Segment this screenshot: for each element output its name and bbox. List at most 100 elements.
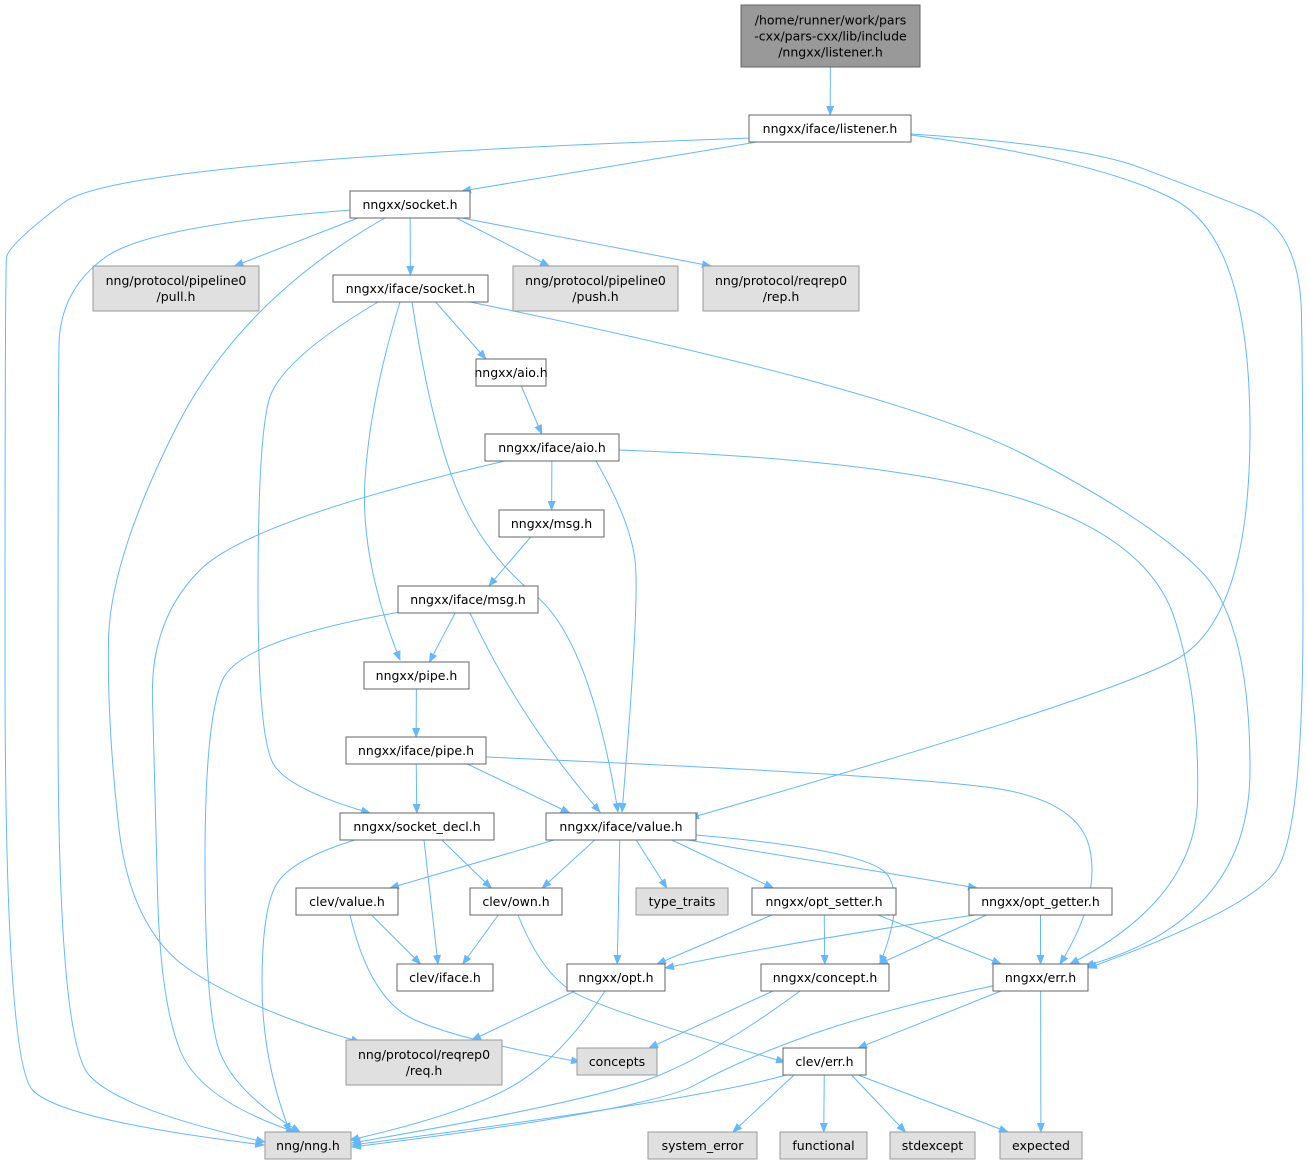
edge-iface_aio-to-err [618, 449, 1199, 965]
node-clev-err[interactable]: clev/err.h [782, 1047, 867, 1076]
edge-aio-to-iface_aio [520, 385, 543, 435]
node-listener[interactable]: nngxx/iface/listener.h [748, 114, 912, 143]
node-aio[interactable]: nngxx/aio.h [474, 358, 548, 387]
node-label: /req.h [406, 1063, 443, 1078]
node-opt-setter[interactable]: nngxx/opt_setter.h [751, 887, 897, 916]
edge-socket-to-pull [233, 217, 359, 267]
node-box [566, 963, 666, 992]
node-own[interactable]: clev/own.h [469, 887, 563, 916]
edge-clev_value-to-clev_iface [371, 914, 422, 965]
edge-opt_setter-to-concept [820, 914, 829, 965]
node-iface-msg[interactable]: nngxx/iface/msg.h [397, 585, 539, 614]
node-box [889, 1131, 976, 1160]
edge-opt-to-req [471, 990, 576, 1041]
node-box [92, 265, 260, 312]
node-iface-pipe[interactable]: nngxx/iface/pipe.h [345, 736, 487, 765]
node-label: nngxx/opt_getter.h [981, 894, 1100, 909]
node-req: nng/protocol/reqrep0/req.h [345, 1039, 503, 1086]
node-label: nng/protocol/pipeline0 [106, 273, 247, 288]
node-label: nng/protocol/pipeline0 [525, 273, 666, 288]
node-box [968, 887, 1113, 916]
node-label: clev/value.h [309, 894, 385, 909]
node-label: nngxx/iface/socket.h [346, 281, 475, 296]
edge-listener-to-err [910, 133, 1304, 969]
node-socket[interactable]: nngxx/socket.h [349, 190, 471, 219]
node-box [992, 963, 1089, 992]
node-opt-getter[interactable]: nngxx/opt_getter.h [968, 887, 1113, 916]
node-label: nngxx/socket_decl.h [353, 819, 480, 834]
node-rep: nng/protocol/reqrep0/rep.h [702, 265, 860, 312]
node-label: nngxx/pipe.h [376, 668, 458, 683]
node-box [545, 812, 697, 841]
node-box [740, 4, 921, 68]
node-label: nng/protocol/reqrep0 [358, 1047, 490, 1062]
node-clev-value[interactable]: clev/value.h [295, 887, 399, 916]
node-box [999, 1131, 1083, 1160]
node-value[interactable]: nngxx/iface/value.h [545, 812, 697, 841]
node-label: nngxx/opt_setter.h [765, 894, 882, 909]
node-box [397, 585, 539, 614]
node-pipe[interactable]: nngxx/pipe.h [363, 661, 470, 690]
edge-listener-to-nng [4, 137, 753, 1148]
node-err[interactable]: nngxx/err.h [992, 963, 1089, 992]
edge-iface_pipe-to-socket_decl [412, 763, 421, 814]
edge-socket_decl-to-nng [261, 839, 356, 1133]
node-label: /nngxx/listener.h [778, 45, 883, 60]
edge-socket-to-req [107, 217, 386, 1044]
node-label: nngxx/err.h [1005, 970, 1076, 985]
node-iface-socket[interactable]: nngxx/iface/socket.h [332, 274, 489, 303]
node-label: type_traits [649, 894, 716, 909]
node-box [264, 1131, 352, 1160]
node-concept[interactable]: nngxx/concept.h [760, 963, 890, 992]
node-label: nngxx/iface/pipe.h [358, 743, 474, 758]
node-box [760, 963, 890, 992]
node-stdexcept: stdexcept [889, 1131, 976, 1160]
node-box [363, 661, 470, 690]
node-box [782, 1047, 867, 1076]
node-socket-decl[interactable]: nngxx/socket_decl.h [339, 812, 495, 841]
node-box [349, 190, 471, 219]
edge-err-to-nng [351, 984, 998, 1150]
node-box [647, 1131, 758, 1160]
node-root[interactable]: /home/runner/work/pars-cxx/pars-cxx/lib/… [740, 4, 921, 68]
edge-listener-to-value [689, 134, 1251, 820]
node-label: nngxx/socket.h [362, 197, 457, 212]
node-label: nngxx/iface/listener.h [763, 121, 898, 136]
node-msg[interactable]: nngxx/msg.h [498, 509, 605, 538]
edge-clev_err-to-nng [351, 1074, 787, 1148]
edge-clev_value-to-concepts [349, 914, 581, 1065]
edge-concept-to-concepts [648, 990, 774, 1049]
node-box [345, 736, 487, 765]
edge-clev_err-to-system_error [732, 1074, 795, 1133]
edge-err-to-clev_err [857, 990, 1002, 1049]
node-clev-iface[interactable]: clev/iface.h [396, 963, 494, 992]
node-box [345, 1039, 503, 1086]
node-label: stdexcept [902, 1138, 963, 1153]
edge-value-to-own [541, 839, 596, 889]
node-expected: expected [999, 1131, 1083, 1160]
edge-iface_socket-to-aio [435, 301, 487, 360]
node-label: clev/own.h [482, 894, 549, 909]
node-box [512, 265, 679, 312]
edge-socket_decl-to-own [441, 839, 492, 889]
edge-iface_msg-to-pipe [428, 612, 456, 663]
edge-iface_pipe-to-value [467, 763, 571, 814]
edge-iface_socket-to-socket_decl [257, 301, 379, 815]
node-box [332, 274, 489, 303]
edge-iface_msg-to-nng [204, 611, 401, 1133]
edge-concept-to-nng [351, 990, 801, 1146]
node-label: /home/runner/work/pars [755, 13, 907, 28]
node-iface-aio[interactable]: nngxx/iface/aio.h [484, 433, 620, 462]
node-label: nngxx/concept.h [773, 970, 878, 985]
edge-iface_aio-to-nng [151, 460, 506, 1133]
edge-socket-to-nng [57, 209, 353, 1144]
edge-value-to-opt_setter [671, 839, 775, 889]
node-label: clev/err.h [795, 1054, 853, 1069]
nodes: /home/runner/work/pars-cxx/pars-cxx/lib/… [92, 4, 1113, 1160]
node-box [702, 265, 860, 312]
edge-iface_socket-to-value [411, 301, 621, 813]
edge-socket-to-rep [461, 217, 712, 269]
node-label: -cxx/pars-cxx/lib/include [754, 29, 907, 44]
node-opt[interactable]: nngxx/opt.h [566, 963, 666, 992]
node-label: nng/nng.h [276, 1138, 340, 1153]
